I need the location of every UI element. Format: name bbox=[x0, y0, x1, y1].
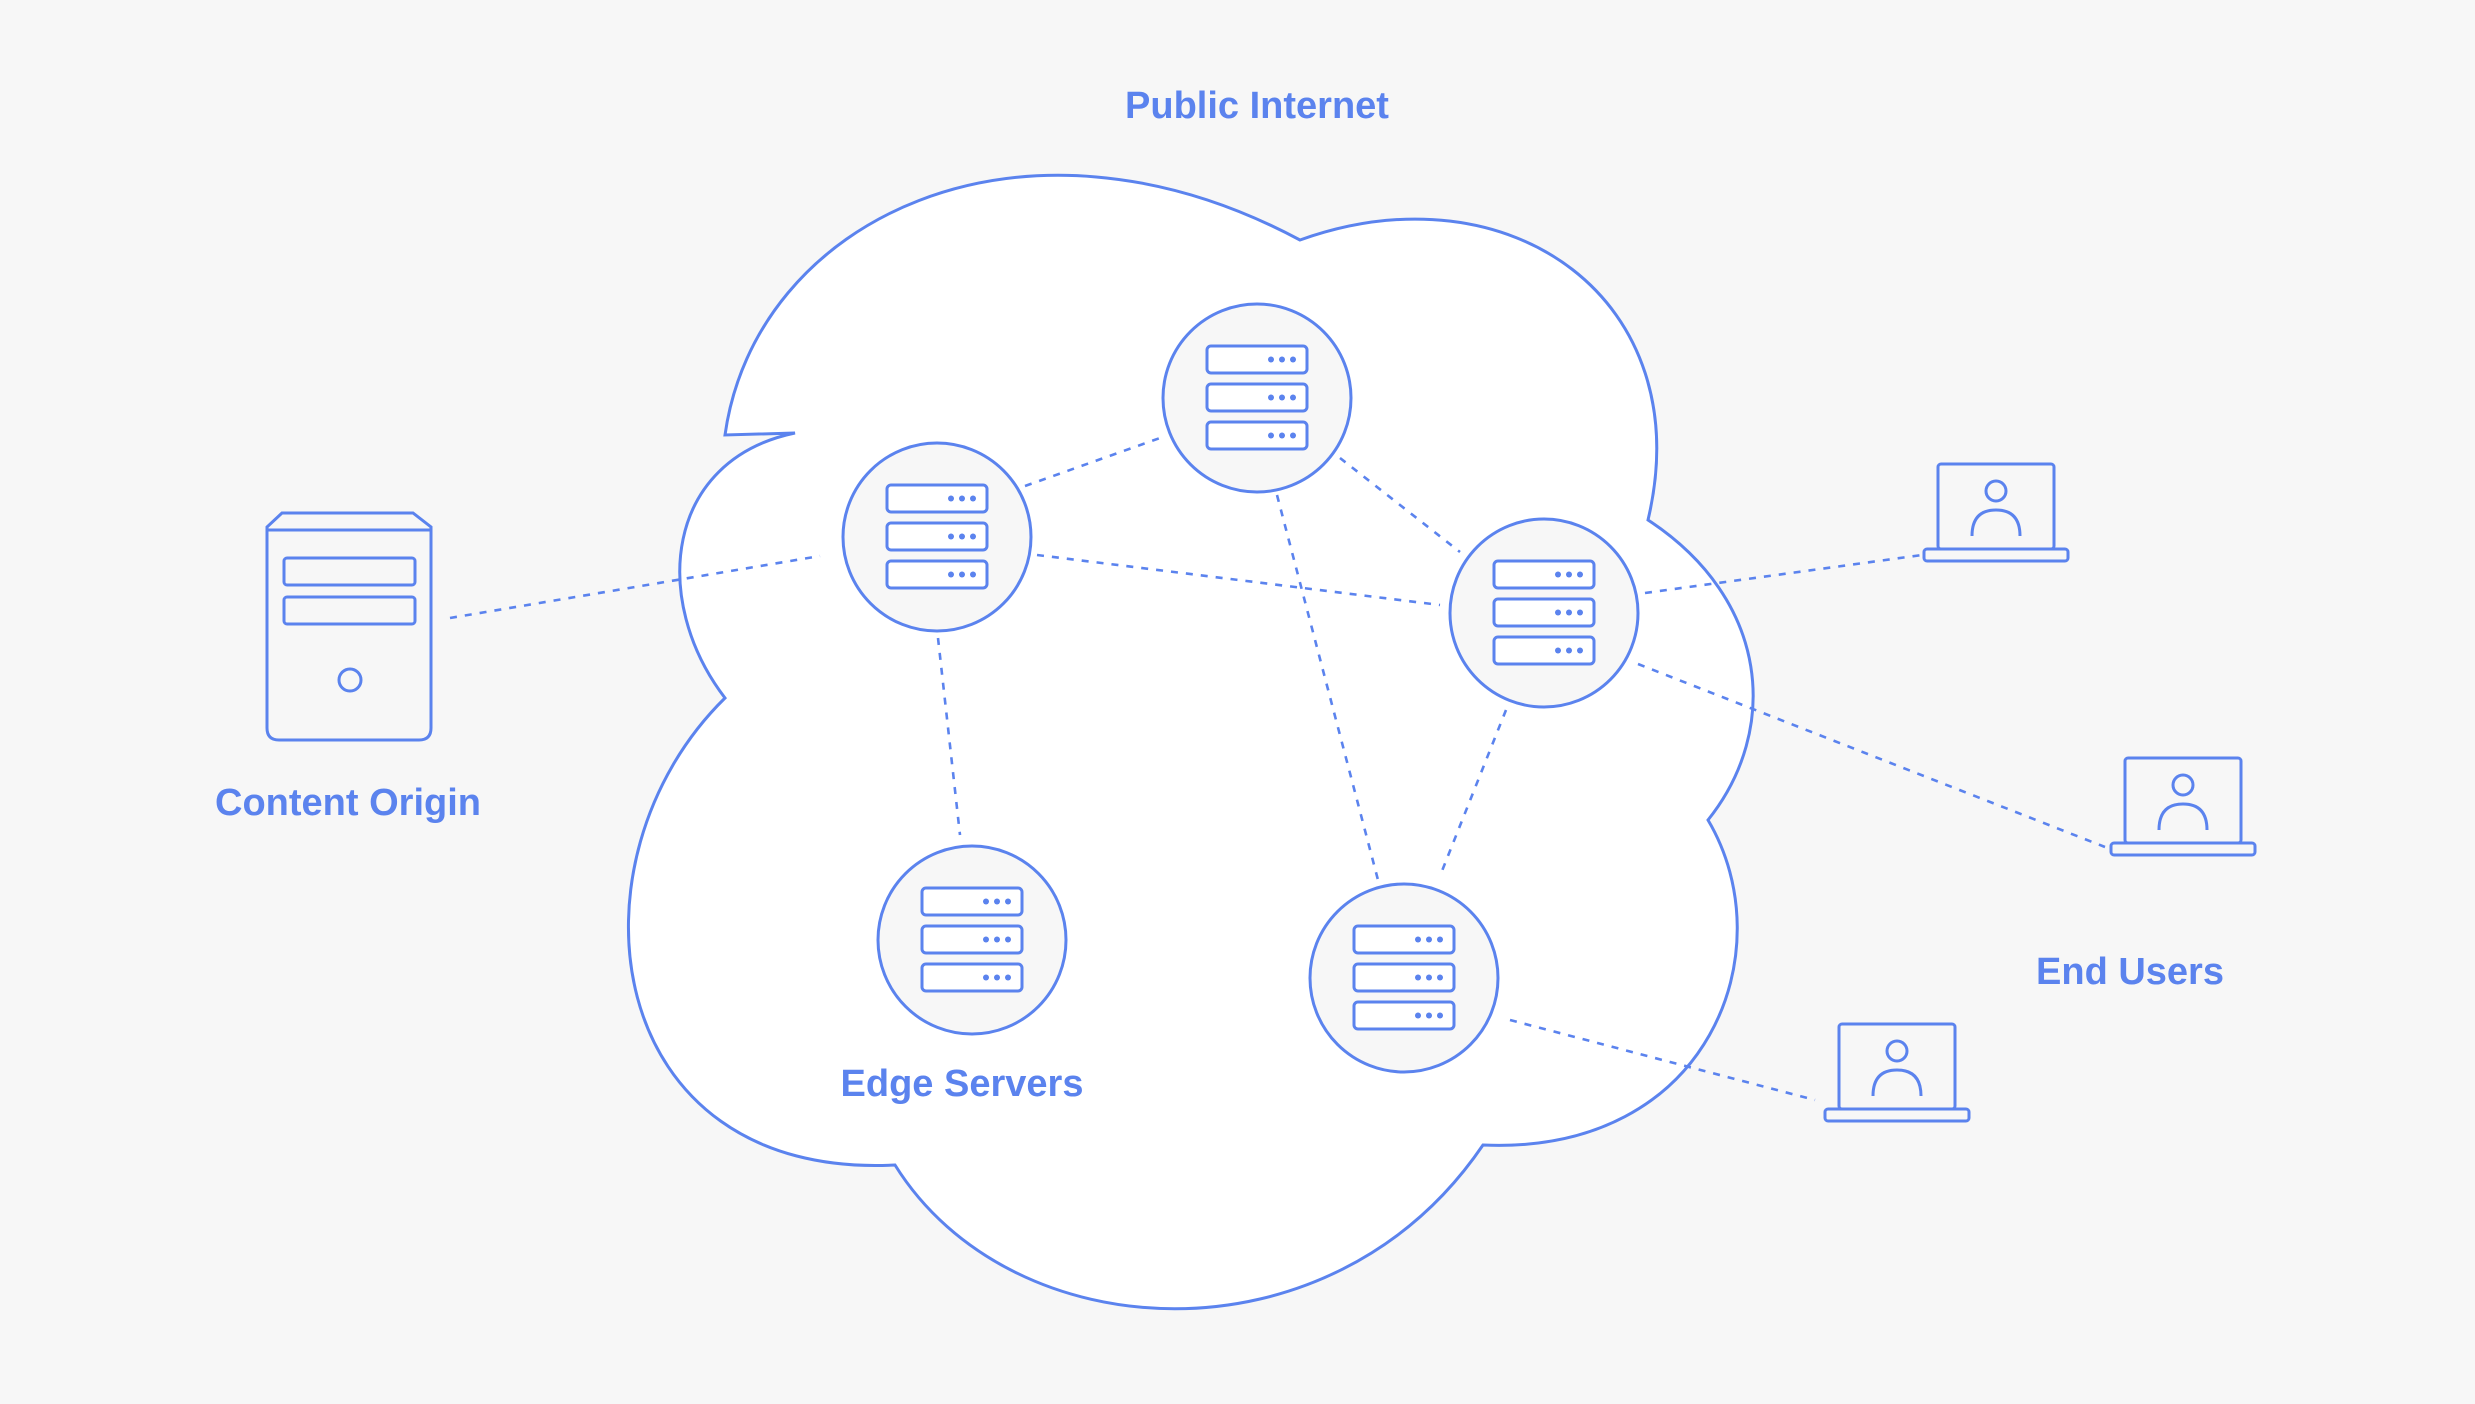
link-edge1-edge4 bbox=[936, 637, 962, 836]
link-edge2-edge5 bbox=[1275, 494, 1380, 881]
end-users-group bbox=[1823, 462, 2257, 1123]
edge-server-2 bbox=[1161, 302, 1353, 494]
laptop-user-icon bbox=[1823, 1022, 1971, 1123]
server-rack-icon bbox=[1352, 924, 1456, 1031]
edge-server-5 bbox=[1308, 882, 1500, 1074]
content-origin-label: Content Origin bbox=[215, 782, 481, 824]
link-edge2-edge3 bbox=[1339, 456, 1461, 554]
edge-server-4 bbox=[876, 844, 1068, 1036]
link-edge3-user1 bbox=[1644, 553, 1923, 595]
end-user-3 bbox=[1823, 1022, 1971, 1123]
edge-servers-label: Edge Servers bbox=[841, 1063, 1084, 1105]
edge-servers-group bbox=[841, 302, 1640, 1074]
public-internet-label: Public Internet bbox=[1125, 85, 1389, 127]
link-origin-edge1 bbox=[449, 554, 821, 620]
laptop-user-icon bbox=[1922, 462, 2070, 563]
connections bbox=[449, 436, 2106, 1102]
server-tower-icon bbox=[265, 511, 433, 742]
server-rack-icon bbox=[1205, 344, 1309, 451]
server-rack-icon bbox=[885, 483, 989, 590]
server-rack-icon bbox=[920, 886, 1024, 993]
end-user-1 bbox=[1922, 462, 2070, 563]
laptop-user-icon bbox=[2109, 756, 2257, 857]
edge-server-1 bbox=[841, 441, 1033, 633]
end-users-label: End Users bbox=[2036, 951, 2224, 993]
server-rack-icon bbox=[1492, 559, 1596, 666]
end-user-2 bbox=[2109, 756, 2257, 857]
edge-server-3 bbox=[1448, 517, 1640, 709]
